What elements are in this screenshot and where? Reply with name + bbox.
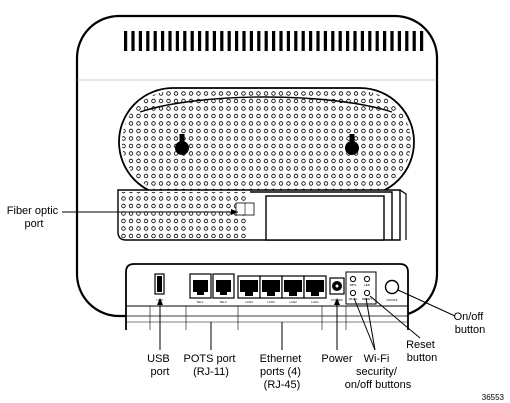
- vent-slot: [249, 31, 253, 51]
- vent-slot: [331, 31, 335, 51]
- pots-port-2: [212, 273, 235, 299]
- panel-text-wps: WPS: [350, 283, 357, 287]
- vent-slot: [301, 31, 305, 51]
- panel-text-lan1: LAN1: [311, 300, 319, 304]
- vent-slot: [397, 31, 401, 51]
- vent-slot: [242, 31, 246, 51]
- pots-port-1: [189, 273, 212, 299]
- vent-slot: [205, 31, 209, 51]
- vent-slot: [124, 31, 128, 51]
- vent-slot: [353, 31, 357, 51]
- top-vents: [124, 31, 424, 51]
- vent-slot: [309, 31, 313, 51]
- panel-text-wlan: WLAN: [349, 297, 358, 301]
- vent-slot: [190, 31, 194, 51]
- vent-slot: [420, 31, 424, 51]
- vent-slot: [138, 31, 142, 51]
- vent-slot: [286, 31, 290, 51]
- vent-slot: [338, 31, 342, 51]
- onoff-button: [384, 279, 400, 295]
- panel-text-tel2: TEL2: [219, 300, 227, 304]
- ethernet-port-lan3: [259, 275, 283, 299]
- callout-usb: [157, 298, 163, 350]
- vent-slot: [316, 31, 320, 51]
- upper-vent-holes: [122, 91, 411, 193]
- vent-slot: [390, 31, 394, 51]
- callout-reset: [369, 295, 421, 339]
- vent-slot: [212, 31, 216, 51]
- vent-slot: [168, 31, 172, 51]
- lower-vent-holes: [120, 192, 248, 238]
- vent-slot: [368, 31, 372, 51]
- power-jack: [329, 277, 345, 295]
- label-onoff-button: On/off button: [454, 311, 487, 336]
- vent-slot: [257, 31, 261, 51]
- panel-text-tel1: TEL1: [196, 300, 204, 304]
- panel-text-lan3: LAN3: [267, 300, 275, 304]
- wps-button: [349, 275, 357, 283]
- ethernet-port-lan4: [237, 275, 261, 299]
- fiber-port-bracket: [250, 191, 393, 240]
- panel-text-lan4: LAN4: [245, 300, 253, 304]
- label-wifi-buttons: Wi-Fi security/ on/off buttons: [345, 353, 412, 391]
- panel-text-on-off: ON/OFF: [386, 298, 397, 302]
- label-pots-port: POTS port (RJ-11): [183, 353, 238, 378]
- label-usb-port: USB port: [147, 353, 173, 378]
- fiber-optic-port: [265, 195, 385, 241]
- keyhole-left-icon: [175, 134, 189, 155]
- reset-button: [363, 289, 371, 297]
- keyhole-right-icon: [345, 134, 359, 155]
- label-power: Power: [321, 353, 353, 365]
- vent-slot: [383, 31, 387, 51]
- vent-slot: [272, 31, 276, 51]
- vent-slot: [131, 31, 135, 51]
- panel-text-lan2: LAN2: [289, 300, 297, 304]
- callout-onoff: [397, 289, 456, 317]
- label-ethernet-ports: Ethernet ports (4) (RJ-45): [260, 353, 305, 391]
- vent-slot: [294, 31, 298, 51]
- callout-wifi: [353, 297, 376, 351]
- vent-slot: [220, 31, 224, 51]
- vent-slot: [360, 31, 364, 51]
- vent-slot: [183, 31, 187, 51]
- panel-text-led: LED: [364, 283, 371, 287]
- vent-slot: [346, 31, 350, 51]
- ethernet-port-lan1: [303, 275, 327, 299]
- vent-slot: [264, 31, 268, 51]
- wlan-button: [349, 289, 357, 297]
- vent-slot: [175, 31, 179, 51]
- upper-vent-divider: [139, 96, 393, 113]
- vent-slot: [198, 31, 202, 51]
- vent-slot: [227, 31, 231, 51]
- vent-slot: [323, 31, 327, 51]
- vent-slot: [235, 31, 239, 51]
- figure-number: 36553: [482, 393, 505, 402]
- callout-power: [334, 298, 340, 350]
- vent-slot: [375, 31, 379, 51]
- label-fiber-optic-port: Fiber optic port: [7, 205, 61, 230]
- led-button: [363, 275, 371, 283]
- vent-slot: [161, 31, 165, 51]
- vent-slot: [153, 31, 157, 51]
- ethernet-port-lan2: [281, 275, 305, 299]
- vent-slot: [405, 31, 409, 51]
- usb-port: [154, 273, 165, 295]
- callout-fiber-optic: [62, 209, 238, 215]
- vent-slot: [279, 31, 283, 51]
- vent-slot: [146, 31, 150, 51]
- panel-text-reset: RESET: [362, 297, 372, 301]
- label-reset-button: Reset button: [406, 339, 438, 364]
- vent-slot: [412, 31, 416, 51]
